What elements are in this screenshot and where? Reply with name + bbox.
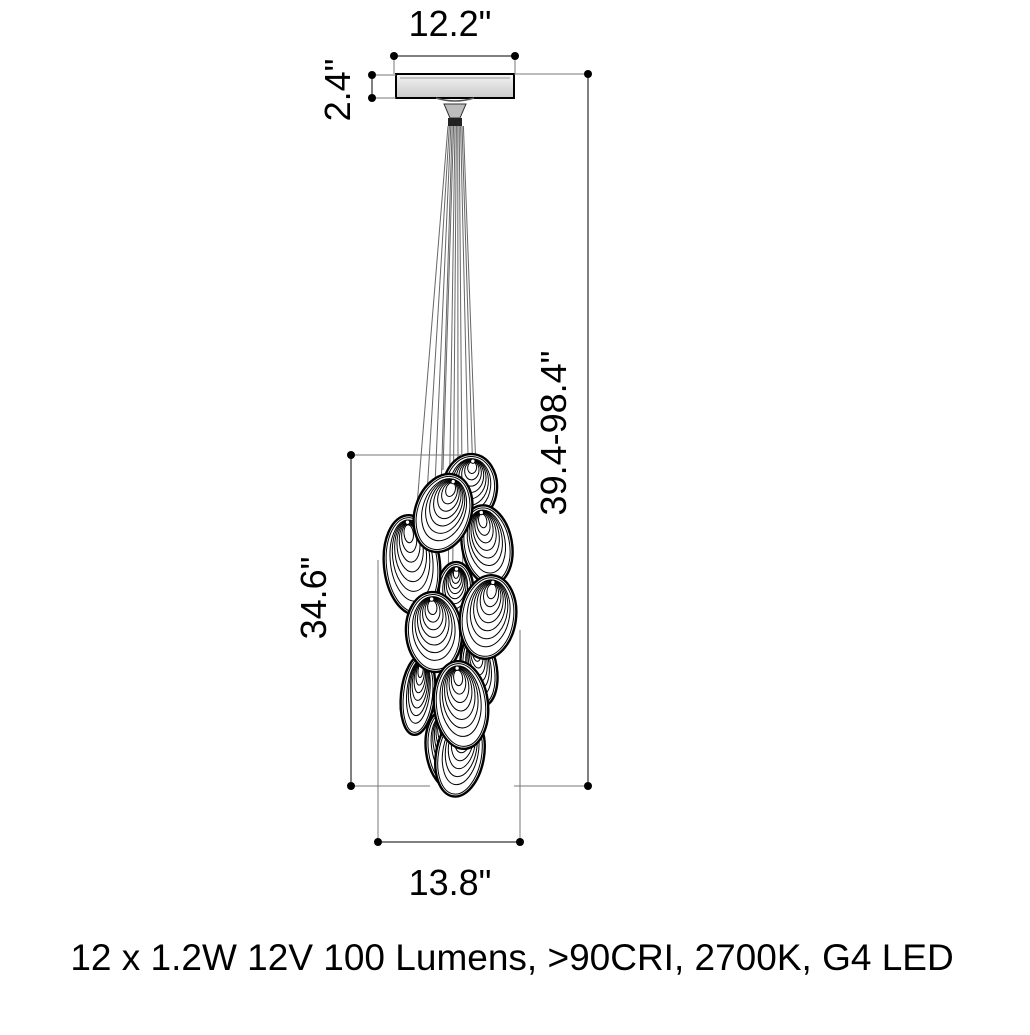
overall-height-label: 39.4-98.4" [533, 351, 574, 516]
cluster-width-label: 13.8" [409, 862, 492, 903]
overall-height-dimension: 39.4-98.4" [514, 70, 592, 790]
canopy [396, 74, 514, 126]
shell-cluster [379, 451, 522, 800]
canopy-height-label: 2.4" [317, 59, 358, 122]
canopy-width-dimension: 12.2" [390, 3, 519, 74]
cluster-height-label: 34.6" [293, 557, 334, 640]
canopy-height-dimension: 2.4" [317, 59, 396, 122]
canopy-width-label: 12.2" [409, 3, 492, 44]
spec-text: 12 x 1.2W 12V 100 Lumens, >90CRI, 2700K,… [70, 937, 953, 978]
